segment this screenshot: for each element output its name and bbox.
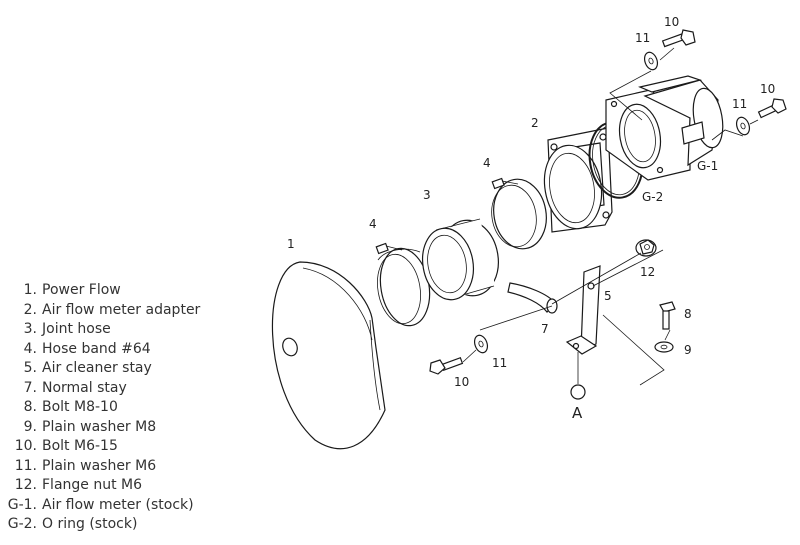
connection-point-a	[570, 384, 586, 400]
callout-4-upper: 4	[483, 156, 491, 170]
bolt-right	[757, 98, 787, 119]
callout-4-lower: 4	[369, 217, 377, 231]
legend-item: 5.Air cleaner stay	[23, 360, 152, 376]
normal-stay	[507, 282, 558, 314]
parts-legend: 1.Power Flow 2.Air flow meter adapter 3.…	[0, 281, 280, 535]
air-flow-meter-adapter	[543, 127, 613, 233]
callout-11-bottom: 11	[492, 356, 507, 370]
washer-top	[643, 51, 659, 71]
callout-10-bottom: 10	[454, 375, 469, 389]
legend-item: 9.Plain washer M8	[23, 418, 157, 435]
washer-right	[735, 116, 751, 136]
legend-item: 7.Normal stay	[23, 379, 127, 396]
legend-item: 4.Hose band #64	[23, 340, 151, 357]
callout-10-top: 10	[664, 15, 679, 29]
joint-hose	[421, 218, 499, 301]
callout-7: 7	[541, 322, 549, 336]
legend-item: 3.Joint hose	[23, 321, 111, 337]
legend-item: 11.Plain washer M6	[14, 457, 157, 474]
legend-item: 2.Air flow meter adapter	[23, 301, 201, 318]
legend-item: 1.Power Flow	[23, 282, 121, 298]
callout-1: 1	[287, 237, 295, 251]
assembly-lines	[462, 47, 759, 386]
callout-2: 2	[531, 116, 539, 130]
legend-item: G-2.O ring (stock)	[7, 516, 138, 532]
callout-3: 3	[423, 188, 431, 202]
bolt-top	[661, 29, 696, 48]
bolt-m8	[659, 301, 676, 330]
washer-m8	[654, 341, 674, 353]
air-flow-meter	[605, 75, 724, 181]
callout-11-top: 11	[635, 31, 650, 45]
callout-g1: G-1	[697, 159, 718, 173]
callout-g2: G-2	[642, 190, 663, 204]
legend-item: G-1.Air flow meter (stock)	[7, 496, 194, 513]
legend-item: 10.Bolt M6-15	[14, 438, 118, 454]
legend-item: 8.Bolt M8-10	[23, 399, 118, 415]
power-flow-filter	[271, 261, 386, 450]
washer-bottom	[473, 334, 489, 354]
callout-9: 9	[684, 343, 692, 357]
callout-11-right: 11	[732, 97, 747, 111]
callout-5: 5	[604, 289, 612, 303]
bolt-bottom	[429, 356, 464, 375]
callout-12: 12	[640, 265, 655, 279]
callout-10-right: 10	[760, 82, 775, 96]
hose-band-lower	[375, 242, 431, 327]
air-cleaner-stay	[565, 265, 601, 355]
callout-a: A	[572, 404, 583, 422]
legend-item: 12.Flange nut M6	[14, 477, 143, 493]
hose-band-upper	[491, 177, 547, 250]
callout-8: 8	[684, 307, 692, 321]
flange-nut	[635, 239, 657, 257]
